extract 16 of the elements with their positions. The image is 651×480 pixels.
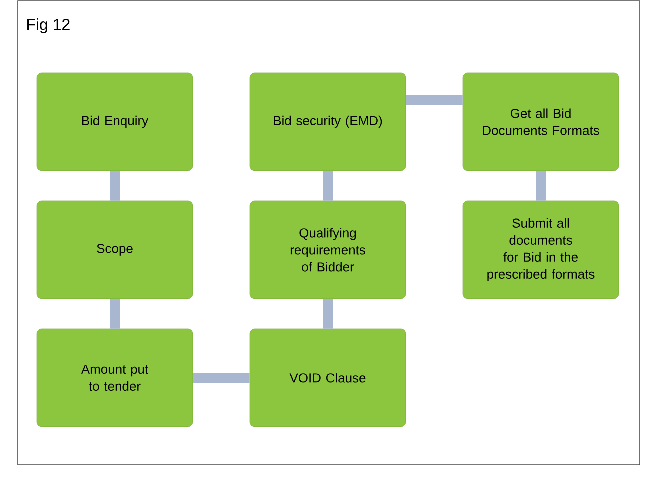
connector-bar [110,299,120,329]
connector-bar [193,373,250,383]
process-box: Bid Enquiry [36,72,194,172]
process-box: Get all Bid Documents Formats [462,72,620,172]
connector-bar [406,95,463,105]
figure-label: Fig 12 [28,18,70,34]
connector-bar [323,299,333,329]
connector-bar [110,171,120,201]
process-box: Bid security (EMD) [250,72,406,172]
process-box: Amount put to tender [36,328,194,428]
connector-bar [536,171,546,201]
process-box: Scope [36,200,194,300]
process-box: Submit all documents for Bid in the prescribed formats [462,200,620,300]
process-box: Qualifying requirements of Bidder [250,200,406,300]
connector-bar [323,171,333,201]
process-box: VOID Clause [250,328,406,428]
